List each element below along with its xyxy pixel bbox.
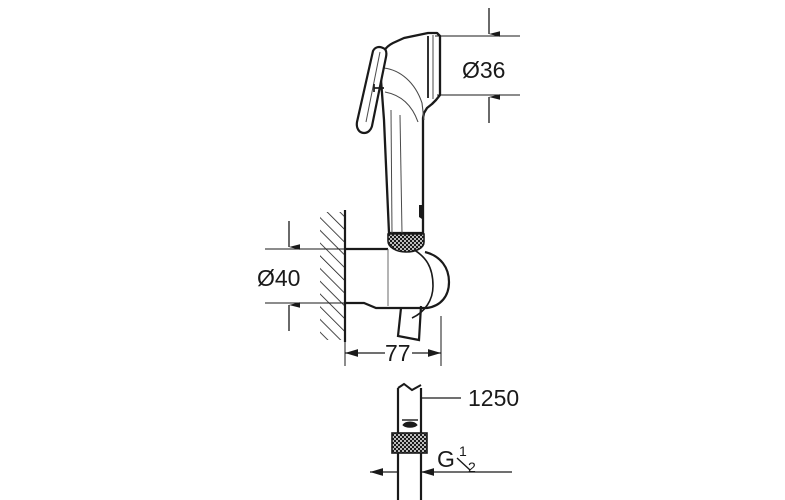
body-contour-upper — [383, 67, 425, 121]
body-left-line — [390, 109, 393, 233]
dim1250-label: 1250 — [468, 385, 519, 411]
wall-holder — [345, 247, 451, 342]
dimension-thread-g12: G 1 2 — [370, 443, 512, 476]
holder-lower-lip — [396, 305, 423, 342]
g12-denominator: 2 — [468, 459, 476, 475]
dimension-dia36: Ø36 — [435, 8, 520, 123]
g12-numerator: 1 — [459, 443, 467, 459]
dia40-label: Ø40 — [257, 265, 300, 291]
wall-hatching — [320, 212, 345, 340]
hose-knurled-nut — [391, 432, 428, 454]
spray-head — [355, 31, 442, 253]
dimension-1250: 1250 — [421, 385, 519, 411]
dim77-label: 77 — [385, 340, 411, 366]
dimension-dia40: Ø40 — [257, 221, 348, 331]
hose-sleeve-detail — [402, 421, 418, 428]
hose-end-assembly — [391, 382, 428, 500]
trigger-lever-crease — [365, 51, 381, 123]
body-contour-lower — [384, 91, 419, 123]
body-notch — [419, 205, 422, 219]
g12-fraction-bar — [456, 457, 471, 471]
holder-outer-profile — [345, 250, 451, 310]
knurled-nut — [387, 233, 425, 253]
trigger-lever — [355, 45, 388, 135]
hose-curve — [408, 246, 434, 319]
wall-section — [320, 210, 347, 342]
hose-break-line — [397, 382, 422, 392]
dia36-label: Ø36 — [462, 57, 505, 83]
dimension-77: 77 — [344, 310, 442, 366]
g12-label: G — [437, 446, 455, 472]
hose-upper — [408, 246, 434, 319]
spray-head-outline — [379, 31, 442, 235]
body-center-line — [399, 114, 403, 233]
